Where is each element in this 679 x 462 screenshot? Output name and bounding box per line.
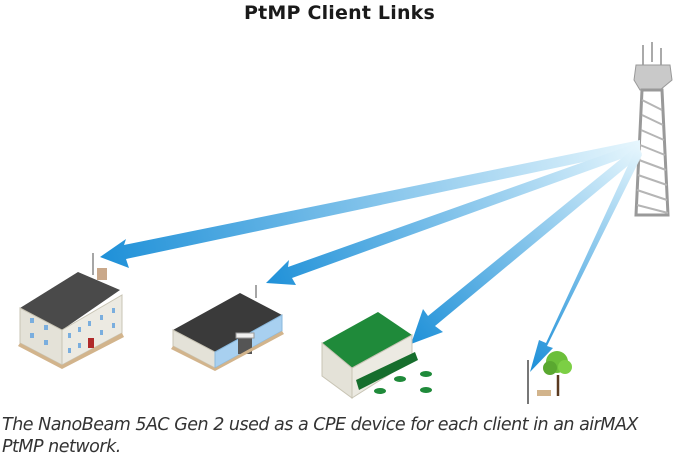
beam-to-office [266,142,640,285]
park-icon [527,351,572,404]
two-story-house-icon [18,253,124,369]
cafe-icon [321,312,432,399]
beam-to-park [530,148,642,372]
beam-to-house [100,140,640,268]
cell-tower-icon [633,42,673,217]
diagram-caption: The NanoBeam 5AC Gen 2 used as a CPE dev… [2,415,638,457]
beam-to-cafe [411,145,642,344]
office-building-icon [171,285,284,371]
diagram-title: PtMP Client Links [243,2,436,24]
